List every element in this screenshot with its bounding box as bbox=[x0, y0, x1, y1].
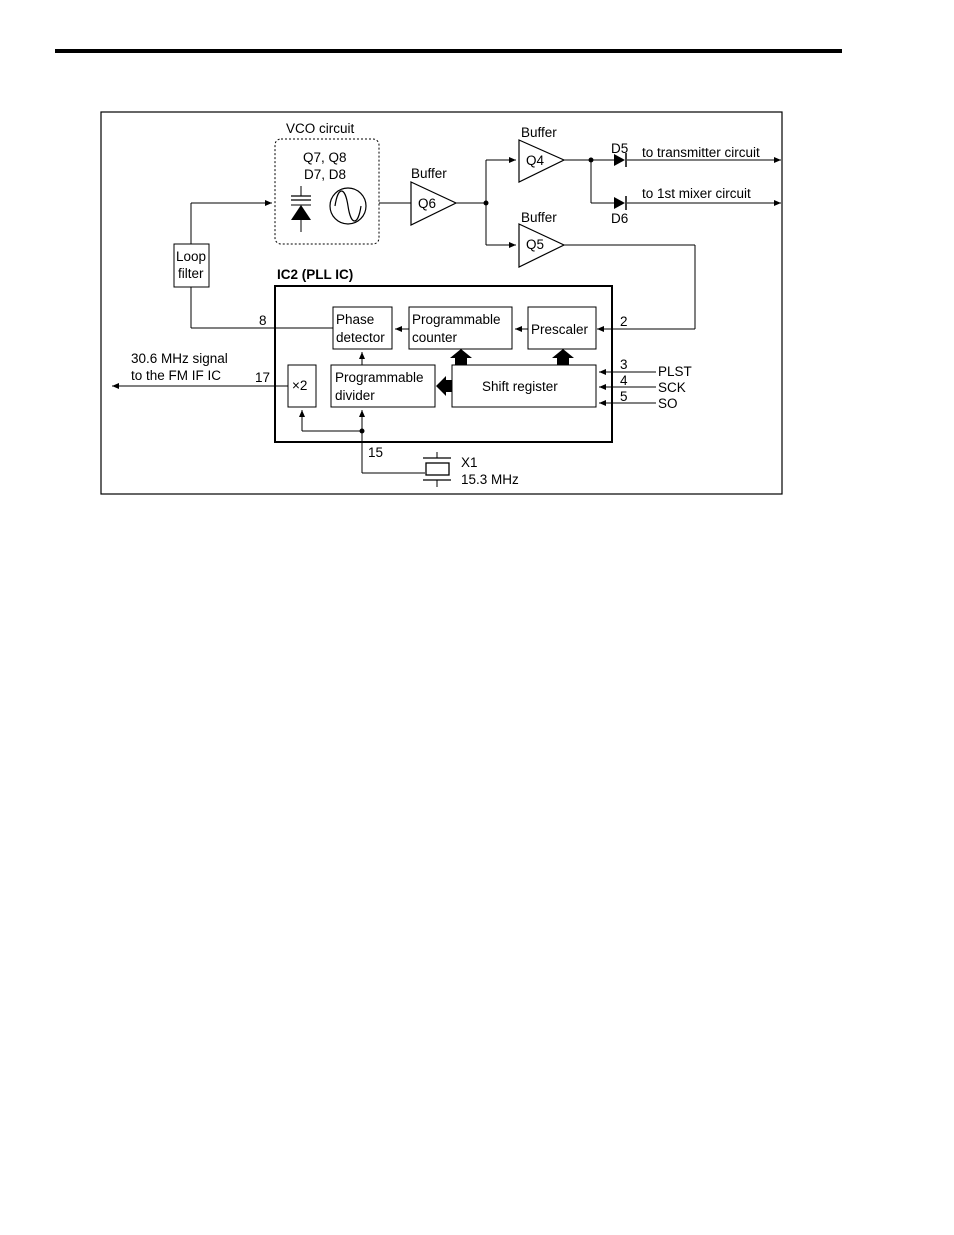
oscillator-icon bbox=[330, 188, 366, 224]
d6-label: D6 bbox=[611, 211, 628, 226]
signal-plst: PLST bbox=[658, 364, 692, 379]
d5-label: D5 bbox=[611, 141, 628, 156]
bus-arrow-counter bbox=[450, 349, 472, 365]
buffer-q5: Buffer Q5 bbox=[519, 210, 564, 267]
vco-diodes: D7, D8 bbox=[304, 167, 346, 182]
doubler-label: ×2 bbox=[292, 378, 307, 393]
bus-arrow-divider bbox=[436, 376, 452, 396]
junction-dot bbox=[484, 201, 489, 206]
buffer-q4-label: Buffer bbox=[521, 125, 557, 140]
output-transmitter-label: to transmitter circuit bbox=[642, 145, 760, 160]
loop-filter-line1: Loop bbox=[176, 249, 206, 264]
signal-so: SO bbox=[658, 396, 678, 411]
vco-circuit: VCO circuit Q7, Q8 D7, D8 bbox=[275, 121, 379, 244]
phase-detector-block: Phase detector bbox=[333, 307, 392, 349]
programmable-divider-block: Programmable divider bbox=[331, 365, 435, 407]
prescaler-block: Prescaler bbox=[528, 307, 596, 349]
pin-4: 4 bbox=[620, 373, 628, 388]
if-output-line1: 30.6 MHz signal bbox=[131, 351, 228, 366]
buffer-q5-label: Buffer bbox=[521, 210, 557, 225]
phase-detector-line1: Phase bbox=[336, 312, 374, 327]
ic-title: IC2 (PLL IC) bbox=[277, 267, 353, 282]
buffer-q6-label: Buffer bbox=[411, 166, 447, 181]
junction-dot bbox=[589, 158, 594, 163]
prog-divider-line1: Programmable bbox=[335, 370, 424, 385]
signal-sck: SCK bbox=[658, 380, 686, 395]
pin-8: 8 bbox=[259, 313, 267, 328]
prescaler-label: Prescaler bbox=[531, 322, 589, 337]
if-output-line2: to the FM IF IC bbox=[131, 368, 221, 383]
pll-ic: IC2 (PLL IC) Phase detector Programmable… bbox=[275, 267, 612, 442]
pin-15: 15 bbox=[368, 445, 383, 460]
q5-label: Q5 bbox=[526, 237, 544, 252]
q4-label: Q4 bbox=[526, 153, 545, 168]
diode-d6: D6 bbox=[611, 196, 628, 226]
vco-title: VCO circuit bbox=[286, 121, 355, 136]
crystal-freq: 15.3 MHz bbox=[461, 472, 519, 487]
diode-d5: D5 bbox=[611, 141, 628, 167]
shift-register-label: Shift register bbox=[482, 379, 558, 394]
q6-label: Q6 bbox=[418, 196, 436, 211]
buffer-q6: Buffer Q6 bbox=[411, 166, 456, 225]
loop-filter-line2: filter bbox=[178, 266, 204, 281]
prog-counter-line2: counter bbox=[412, 330, 458, 345]
loop-filter: Loop filter bbox=[174, 244, 209, 287]
shift-register-block: Shift register bbox=[452, 365, 596, 407]
pin-2: 2 bbox=[620, 314, 628, 329]
doubler-block: ×2 bbox=[288, 365, 316, 407]
varactor-diode-icon bbox=[291, 186, 311, 232]
phase-detector-line2: detector bbox=[336, 330, 385, 345]
buffer-q4: Buffer Q4 bbox=[519, 125, 564, 182]
crystal-x1: X1 15.3 MHz bbox=[362, 431, 519, 487]
pin-17: 17 bbox=[255, 370, 270, 385]
pin-5: 5 bbox=[620, 389, 628, 404]
bus-arrow-prescaler bbox=[552, 349, 574, 365]
vco-transistors: Q7, Q8 bbox=[303, 150, 347, 165]
crystal-ref: X1 bbox=[461, 455, 478, 470]
prog-divider-line2: divider bbox=[335, 388, 375, 403]
pin-3: 3 bbox=[620, 357, 628, 372]
prog-counter-line1: Programmable bbox=[412, 312, 501, 327]
programmable-counter-block: Programmable counter bbox=[409, 307, 512, 349]
output-mixer-label: to 1st mixer circuit bbox=[642, 186, 751, 201]
